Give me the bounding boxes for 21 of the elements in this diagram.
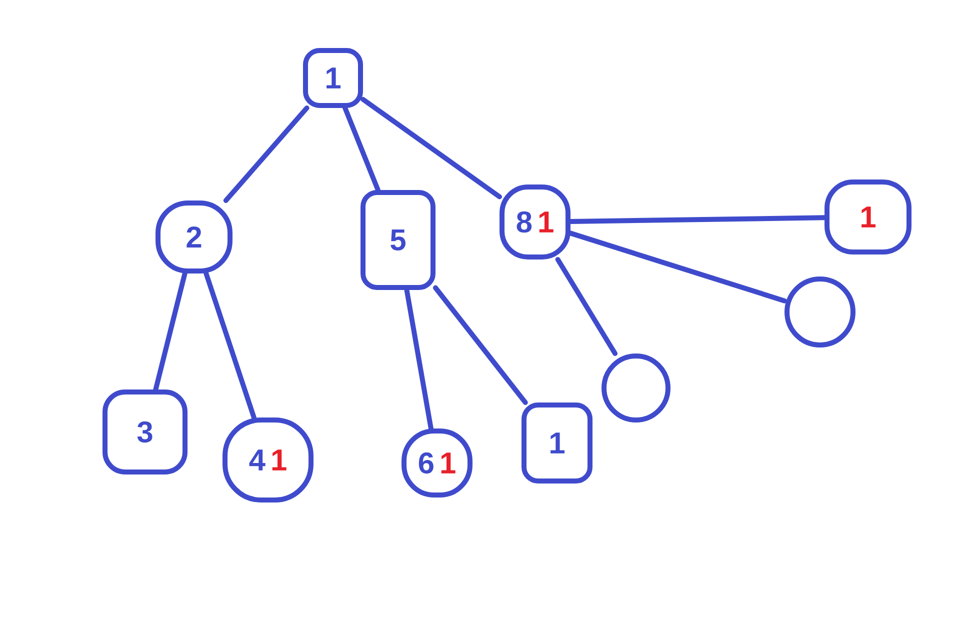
connector-line: [555, 257, 618, 356]
node-box: 8 1: [500, 184, 570, 260]
connector-line: [404, 288, 434, 431]
empty-circle: [784, 276, 856, 348]
node-box: 3: [102, 390, 188, 474]
node-box: 5: [360, 190, 436, 290]
node-box: 1: [522, 402, 592, 484]
node-box: 2: [156, 200, 232, 274]
connector-line: [568, 230, 787, 304]
node-box: 1: [303, 48, 363, 108]
connector-line: [433, 285, 528, 405]
connector-line: [568, 215, 827, 224]
node-box: 4 1: [222, 418, 314, 502]
node-box: 1: [824, 180, 912, 254]
connector-line: [360, 96, 502, 200]
connector-line: [153, 271, 188, 392]
empty-circle: [602, 354, 670, 422]
connector-line: [204, 271, 256, 420]
node-box: 6 1: [402, 428, 472, 498]
connector-line: [342, 106, 380, 192]
connector-line: [223, 106, 310, 203]
